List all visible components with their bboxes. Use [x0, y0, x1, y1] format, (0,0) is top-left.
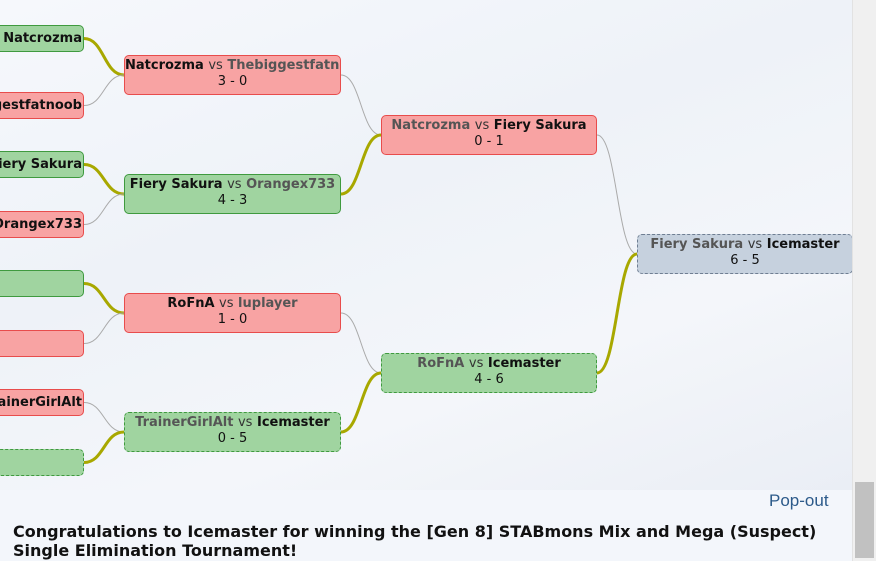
winner-connector — [83, 282, 125, 315]
match-player-2: Fiery Sakura — [493, 118, 587, 133]
match-player-2: Icemaster — [256, 415, 330, 430]
bracket-leaf-trainergirlalt: TrainerGirlAlt — [0, 389, 84, 416]
match-score: 0 - 1 — [474, 134, 504, 149]
match-trainergirlalt-vs-icemaster[interactable]: TrainerGirlAlt vs Icemaster 0 - 5 — [124, 412, 341, 452]
match-player-1: Fiery Sakura — [129, 177, 223, 192]
vs-label: vs — [237, 415, 253, 430]
vertical-scrollbar[interactable] — [852, 0, 876, 561]
loser-connector — [83, 74, 125, 106]
match-player-2: Icemaster — [766, 237, 840, 252]
winner-connector — [596, 252, 638, 375]
bracket-connectors — [83, 37, 638, 464]
bracket-leaf-5 — [0, 270, 84, 297]
vs-label: vs — [219, 296, 234, 311]
match-player-2: Thebiggestfatnoob — [227, 58, 340, 73]
match-player-2: luplayer — [238, 296, 298, 311]
vs-label: vs — [747, 237, 763, 252]
match-score: 4 - 6 — [474, 372, 504, 387]
match-player-1: Natcrozma — [125, 58, 204, 73]
match-player-1: TrainerGirlAlt — [135, 415, 234, 430]
match-natcrozma-vs-thebiggestfatnoob[interactable]: Natcrozma vs Thebiggestfatnoob 3 - 0 — [124, 55, 341, 95]
loser-connector — [83, 402, 125, 433]
loser-connector — [83, 193, 125, 225]
congratulations-message: Congratulations to Icemaster for winning… — [13, 522, 817, 560]
winner-connector — [340, 133, 382, 196]
bracket-leaf-8 — [0, 449, 84, 476]
match-player-2: Orangex733 — [246, 177, 336, 192]
bracket-leaf-6 — [0, 330, 84, 357]
match-natcrozma-vs-fiery-sakura[interactable]: Natcrozma vs Fiery Sakura 0 - 1 — [381, 115, 597, 155]
match-player-1: RoFnA — [167, 296, 215, 311]
bracket-leaf-natcrozma: Natcrozma — [0, 25, 84, 52]
match-rofna-vs-luplayer[interactable]: RoFnA vs luplayer 1 - 0 — [124, 293, 341, 333]
tournament-bracket: Natcrozma Thebiggestfatnoob Fiery Sakura… — [0, 0, 852, 490]
bracket-leaf-thebiggestfatnoob: Thebiggestfatnoob — [0, 92, 84, 119]
bracket-leaf-fiery-sakura: Fiery Sakura — [0, 151, 84, 178]
match-score: 6 - 5 — [730, 253, 760, 268]
loser-connector — [83, 312, 125, 344]
match-rofna-vs-icemaster[interactable]: RoFnA vs Icemaster 4 - 6 — [381, 353, 597, 393]
winner-connector — [83, 430, 125, 464]
vs-label: vs — [208, 58, 223, 73]
match-player-1: RoFnA — [417, 356, 465, 371]
match-score: 1 - 0 — [217, 312, 248, 327]
loser-connector — [596, 134, 638, 255]
winner-connector — [83, 163, 125, 196]
match-fiery-sakura-vs-orangex733[interactable]: Fiery Sakura vs Orangex733 4 - 3 — [124, 174, 341, 214]
winner-connector — [83, 37, 125, 77]
scrollbar-thumb[interactable] — [855, 482, 874, 558]
loser-connector — [340, 312, 382, 374]
match-final-fiery-sakura-vs-icemaster[interactable]: Fiery Sakura vs Icemaster 6 - 5 — [637, 234, 852, 274]
match-player-1: Natcrozma — [391, 118, 471, 133]
vs-label: vs — [474, 118, 490, 133]
vs-label: vs — [227, 177, 242, 192]
match-player-1: Fiery Sakura — [650, 237, 744, 252]
match-player-2: Icemaster — [487, 356, 561, 371]
winner-connector — [340, 371, 382, 434]
bracket-leaf-orangex733: Orangex733 — [0, 211, 84, 238]
match-score: 0 - 5 — [217, 431, 248, 446]
loser-connector — [340, 74, 382, 136]
pop-out-link[interactable]: Pop-out — [769, 491, 829, 510]
match-score: 4 - 3 — [217, 193, 248, 208]
match-score: 3 - 0 — [217, 74, 248, 89]
vs-label: vs — [468, 356, 484, 371]
